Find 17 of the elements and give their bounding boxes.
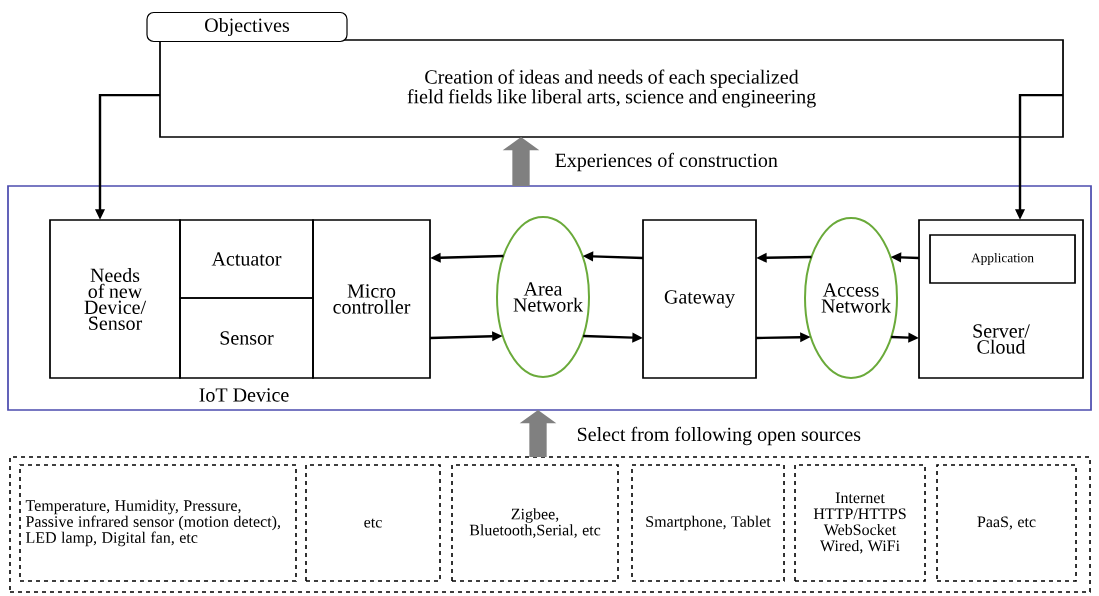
process-box: Sensor (179, 297, 314, 379)
source-box: Smartphone, Tablet (631, 464, 785, 582)
heading-tab: Objectives (146, 11, 348, 43)
application-box: Application (929, 234, 1076, 284)
process-box: Micro controller (312, 219, 431, 379)
process-box: Needs of new Device/ Sensor (49, 219, 181, 379)
objectives-box: Creation of ideas and needs of each specialized field fields like liberal arts, science and engineering (159, 39, 1064, 138)
edge-label: Experiences of construction (553, 151, 780, 173)
edge-label: Select from following open sources (575, 425, 863, 447)
source-box: Zigbee, Bluetooth,Serial, etc (451, 464, 619, 582)
group-label: IoT Device (199, 388, 289, 402)
process-box: Gateway (642, 219, 757, 379)
source-box: Temperature, Humidity, Pressure, Passive infrared sensor (motion detect), LED lamp, Digital fan, etc (19, 464, 297, 582)
process-box: Actuator (179, 219, 314, 299)
source-box: Internet HTTP/HTTPS WebSocket Wired, WiFi (794, 464, 926, 582)
source-box: PaaS, etc (936, 464, 1077, 582)
source-box: etc (305, 464, 441, 582)
